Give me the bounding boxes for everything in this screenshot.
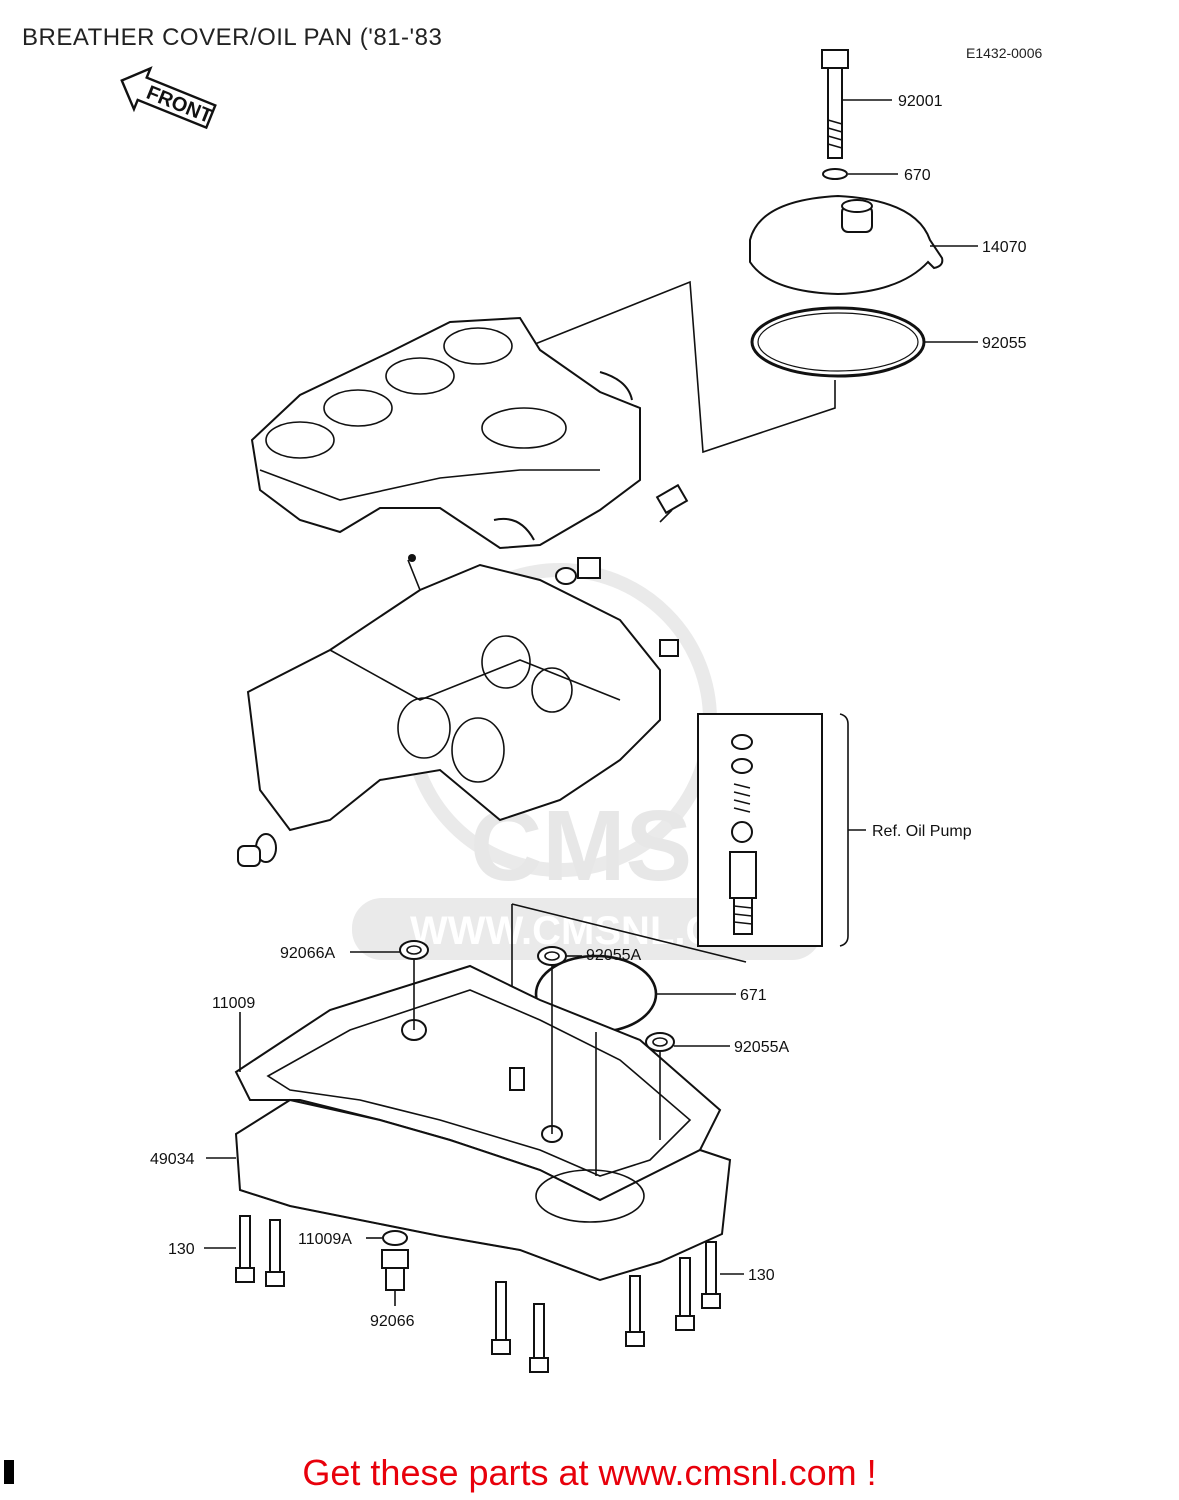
callout-14070: 14070 xyxy=(982,239,1027,256)
page-title: BREATHER COVER/OIL PAN ('81-'83 xyxy=(22,24,443,51)
callout-ref-oil-pump: Ref. Oil Pump xyxy=(872,823,972,840)
upper-crankcase xyxy=(250,316,641,550)
front-arrow-icon: FRONT xyxy=(120,66,217,130)
lower-crankcase xyxy=(246,554,661,832)
footer-link[interactable]: Get these parts at www.cmsnl.com ! xyxy=(0,1452,1179,1494)
callout-670: 670 xyxy=(904,167,931,184)
leader-lines xyxy=(204,99,978,1306)
diagram-code: E1432-0006 xyxy=(966,45,1043,61)
callout-92055a-right: 92055A xyxy=(734,1039,789,1056)
oil-pan-bolts-130-right xyxy=(491,1241,721,1373)
oil-seal-92055a-right xyxy=(645,1032,675,1052)
oil-seal-92055a-left xyxy=(399,940,429,960)
drain-plug-92066 xyxy=(381,1249,409,1291)
oil-pump-reference-group xyxy=(697,713,866,947)
footer-text[interactable]: Get these parts at www.cmsnl.com ! xyxy=(302,1452,877,1493)
callout-92055a-center: 92055A xyxy=(586,947,641,964)
drain-plug-gasket-11009a xyxy=(382,1230,408,1246)
callout-92055: 92055 xyxy=(982,335,1027,352)
breather-bolt-92001 xyxy=(821,49,849,159)
drain-plug xyxy=(237,833,277,867)
oil-pan-49034 xyxy=(234,1098,732,1282)
oil-fitting xyxy=(577,557,601,579)
corner-mark xyxy=(4,1460,14,1484)
breather-cover-14070 xyxy=(749,194,944,296)
callout-130-right: 130 xyxy=(748,1267,775,1284)
o-ring-fitting xyxy=(555,567,577,585)
oil-pan-bolts-130-left xyxy=(235,1215,285,1287)
callout-11009a: 11009A xyxy=(298,1231,352,1248)
callout-130-left: 130 xyxy=(168,1241,195,1258)
callout-671: 671 xyxy=(740,987,767,1004)
callout-92066: 92066 xyxy=(370,1313,415,1330)
callout-92066a: 92066A xyxy=(280,945,335,962)
callout-49034: 49034 xyxy=(150,1151,195,1168)
callout-labels: 92001 670 14070 92055 Ref. Oil Pump 9206… xyxy=(150,93,1027,1330)
callout-92001: 92001 xyxy=(898,93,943,110)
o-ring-92055 xyxy=(750,306,926,378)
plug-fitting xyxy=(659,639,679,657)
front-arrow-label: FRONT xyxy=(143,82,215,128)
oil-pressure-switch xyxy=(655,483,689,523)
washer-670 xyxy=(822,168,848,180)
callout-11009: 11009 xyxy=(212,995,255,1012)
